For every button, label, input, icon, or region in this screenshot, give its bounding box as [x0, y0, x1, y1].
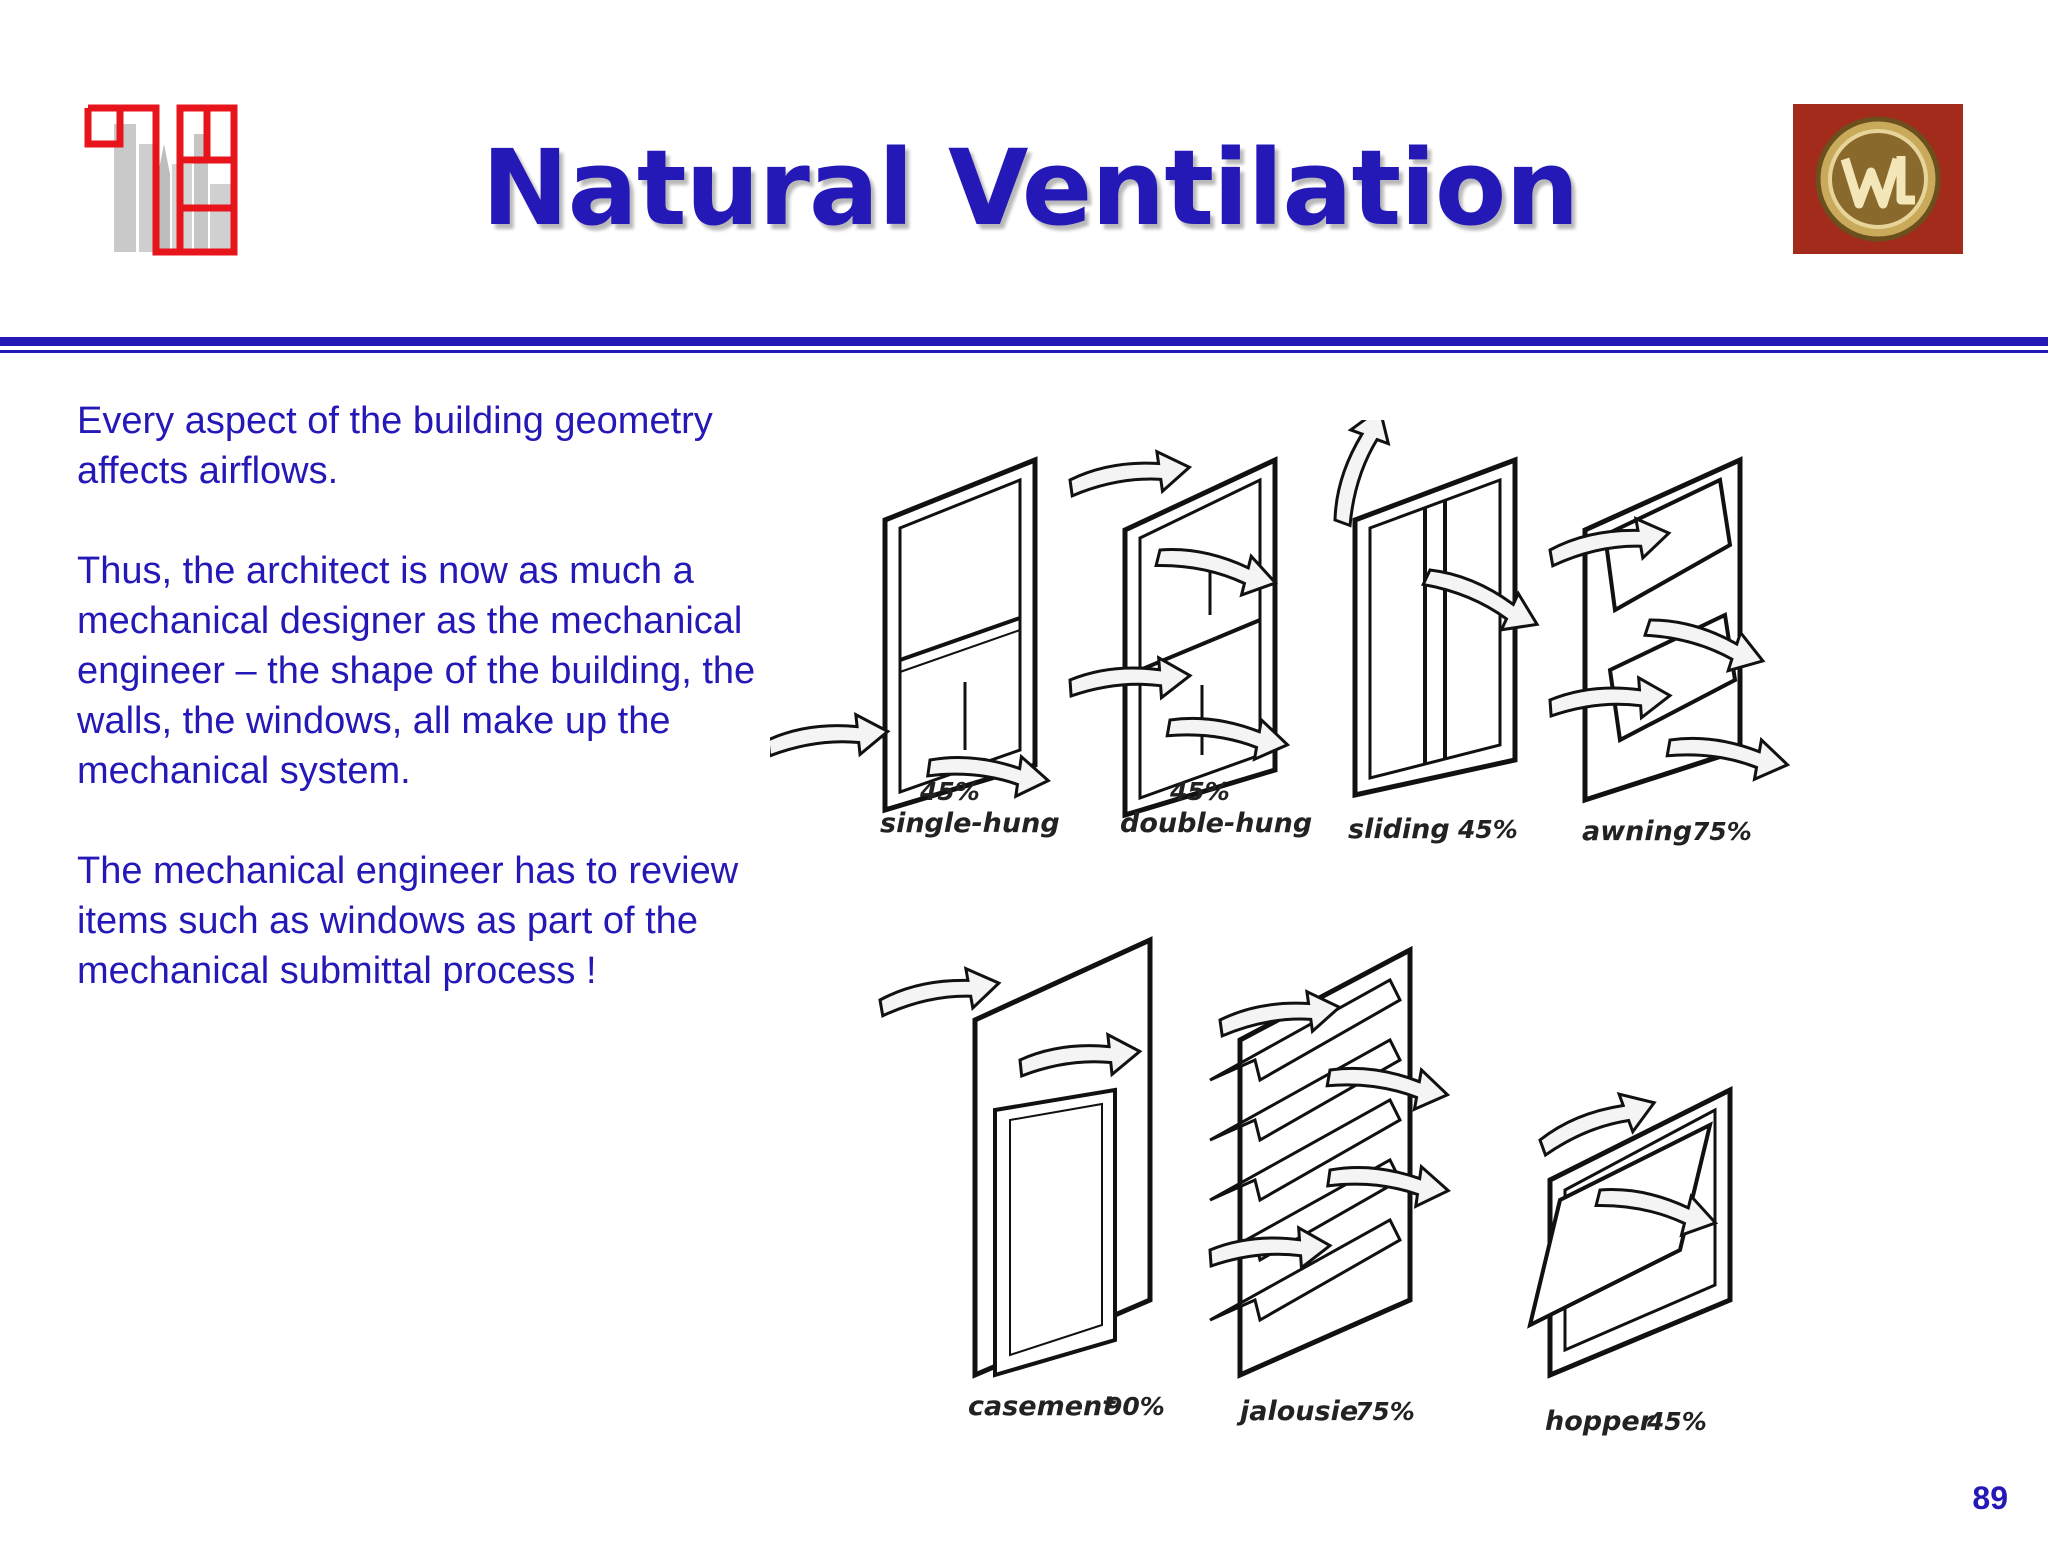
- hopper-label: hopper: [1545, 1406, 1655, 1437]
- single-hung-window: [764, 456, 1053, 814]
- window-types-illustration: 45% single-hung 45% double-hung sliding …: [764, 400, 1810, 1450]
- body-text: Every aspect of the building geometry af…: [77, 396, 757, 1046]
- paragraph-1: Every aspect of the building geometry af…: [77, 400, 713, 492]
- page-title: Natural Ventilation: [481, 127, 1580, 249]
- casement-window: [875, 936, 1153, 1379]
- awning-window: [1545, 456, 1793, 804]
- header-rule: [0, 337, 2048, 346]
- skyline-logo: [84, 104, 240, 256]
- double-hung-label: double-hung: [1120, 808, 1312, 839]
- emblem-logo: [1793, 104, 1963, 254]
- double-hung-window: [1066, 445, 1293, 819]
- single-hung-label: single-hung: [880, 808, 1060, 839]
- jalousie-percent: 75%: [1355, 1397, 1415, 1426]
- jalousie-label: jalousie: [1236, 1396, 1358, 1427]
- header-rule-thin: [0, 350, 2048, 353]
- sliding-percent: 45%: [1457, 815, 1518, 844]
- hopper-percent: 45%: [1646, 1407, 1707, 1436]
- single-hung-percent: 45%: [919, 777, 980, 806]
- page-number: 89: [1972, 1480, 2008, 1516]
- awning-label: awning: [1582, 816, 1692, 847]
- double-hung-percent: 45%: [1169, 777, 1230, 806]
- casement-percent: 90%: [1105, 1392, 1165, 1421]
- hopper-window: [1527, 1082, 1733, 1379]
- sliding-window: [1318, 400, 1548, 799]
- paragraph-3: The mechanical engineer has to review it…: [77, 850, 739, 992]
- jalousie-window: [1207, 945, 1453, 1379]
- paragraph-2: Thus, the architect is now as much a mec…: [77, 550, 756, 792]
- sliding-label: sliding: [1348, 814, 1450, 845]
- casement-label: casement: [968, 1391, 1116, 1422]
- awning-percent: 75%: [1692, 817, 1752, 846]
